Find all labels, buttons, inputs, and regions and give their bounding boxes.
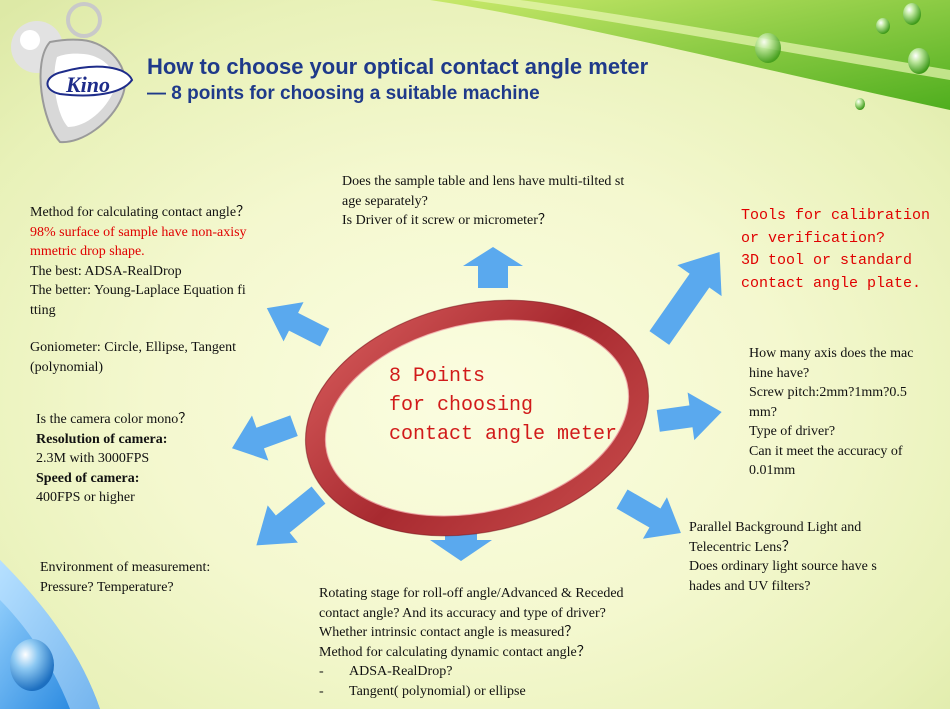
text-line: Can it meet the accuracy of <box>749 443 903 459</box>
text-line: Environment of measurement: <box>40 560 211 575</box>
text-line: 400FPS or higher <box>36 490 135 505</box>
text-line: Tools for calibration <box>741 207 931 224</box>
text-line: The better: Young-Laplace Equation fi <box>30 283 246 298</box>
logo-text: Kino <box>65 72 110 97</box>
text-line: Type of driver? <box>749 424 836 439</box>
text-line: contact angle plate. <box>741 274 922 292</box>
text-line: Telecentric Lens？ <box>689 539 796 555</box>
arrow-right <box>656 392 722 441</box>
text-line: Method for calculating contact angle？ <box>30 205 251 220</box>
text-line: Screw pitch:2mm?1mm?0.5 <box>749 385 907 400</box>
kino-logo: Kino <box>11 2 134 144</box>
text-line-highlight: 98% surface of sample have non-axisy <box>30 224 247 240</box>
center-ring <box>304 299 650 537</box>
bullet-text: ADSA-RealDrop? <box>349 664 453 679</box>
text-line: hades and UV filters? <box>689 578 811 594</box>
text-line: Is Driver of it screw or micrometer？ <box>342 213 552 228</box>
center-line-2: for choosing <box>389 394 534 417</box>
text-line: hine have? <box>749 365 810 381</box>
text-line: Goniometer: Circle, Ellipse, Tangent <box>30 340 236 355</box>
box-rotating-stage: Rotating stage for roll-off angle/Advanc… <box>319 584 624 701</box>
text-line-highlight: mmetric drop shape. <box>30 244 145 259</box>
text-line: Pressure? Temperature? <box>40 579 174 595</box>
box-calculation-method: Method for calculating contact angle？ 98… <box>30 203 250 377</box>
text-line: Is the camera color mono？ <box>36 412 193 427</box>
text-line: 3D tool or standard <box>741 252 913 269</box>
arrow-up-left <box>266 302 330 347</box>
text-line-bold: Speed of camera: <box>36 470 140 486</box>
box-camera: Is the camera color mono？ Resolution of … <box>36 410 192 508</box>
box-environment: Environment of measurement: Pressure? Te… <box>40 558 210 597</box>
text-line: age separately? <box>342 193 428 209</box>
text-line: Whether intrinsic contact angle is measu… <box>319 625 579 640</box>
arrow-up <box>463 247 523 288</box>
text-line: mm? <box>749 404 777 420</box>
text-line: The best: ADSA-RealDrop <box>30 263 182 279</box>
slide-title: How to choose your optical contact angle… <box>147 54 649 79</box>
arrow-down-right <box>616 489 681 539</box>
text-line: Method for calculating dynamic contact a… <box>319 644 591 660</box>
text-line: (polynomial) <box>30 359 104 375</box>
bullet-item: - Tangent( polynomial) or ellipse <box>319 682 624 702</box>
text-line: Does the sample table and lens have mult… <box>342 174 625 189</box>
center-line-1: 8 Points <box>389 365 486 388</box>
arrow-left <box>231 415 298 461</box>
box-sample-table: Does the sample table and lens have mult… <box>342 172 624 231</box>
bullet-dash: - <box>319 664 324 679</box>
text-line-bold: Resolution of camera: <box>36 431 168 447</box>
box-background-light: Parallel Background Light and Telecentri… <box>689 518 877 596</box>
text-line: or verification? <box>741 229 886 247</box>
center-label: 8 Points for choosing contact angle mete… <box>389 362 617 449</box>
text-line: Rotating stage for roll-off angle/Advanc… <box>319 586 624 601</box>
text-line: How many axis does the mac <box>749 346 914 361</box>
text-line: Does ordinary light source have s <box>689 559 877 574</box>
text-line: contact angle? And its accuracy and type… <box>319 605 606 621</box>
text-line: Parallel Background Light and <box>689 520 862 535</box>
text-line: 0.01mm <box>749 463 796 478</box>
box-calibration-tools: Tools for calibration or verification? 3… <box>741 205 930 295</box>
text-line: 2.3M with 3000FPS <box>36 451 150 466</box>
text-line: tting <box>30 302 56 318</box>
arrow-up-right <box>649 251 722 345</box>
box-axis: How many axis does the mac hine have? Sc… <box>749 344 913 481</box>
bullet-item: - ADSA-RealDrop? <box>319 662 624 682</box>
bullet-dash: - <box>319 683 324 699</box>
bullet-text: Tangent( polynomial) or ellipse <box>349 683 526 699</box>
slide-subtitle: — 8 points for choosing a suitable machi… <box>147 83 540 104</box>
arrow-down-left <box>256 486 326 546</box>
center-line-3: contact angle meter <box>389 423 618 446</box>
